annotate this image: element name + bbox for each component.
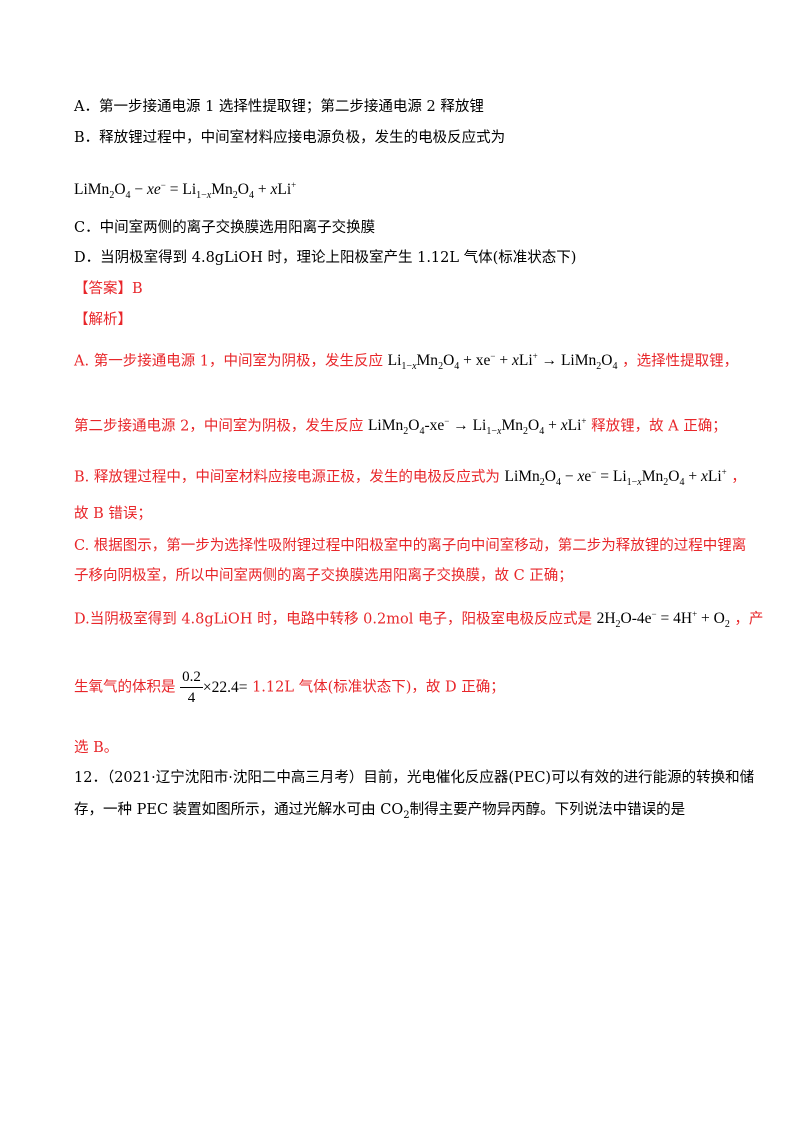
option-c: C．中间室两侧的离子交换膜选用阳离子交换膜: [74, 220, 376, 236]
co2-subscript: 2: [403, 809, 410, 821]
analysis-heading: 【解析】: [74, 312, 132, 328]
equation-b: LiMn2O4 − xe− = Li1−xMn2O4 + xLi+: [74, 180, 297, 201]
exp-d2-text1: 生氧气的体积是: [74, 679, 176, 696]
fraction-tail: ×22.4=: [202, 678, 248, 696]
fraction: 0.2 4: [180, 667, 203, 708]
exp-a2-text2: 释放锂，故 A 正确；: [591, 418, 727, 435]
exp-d-text2: ，产: [734, 611, 764, 628]
exp-a-text1: A. 第一步接通电源 1，中间室为阴极，发生反应: [74, 353, 384, 370]
equation-d: 2H2O-4e− = 4H+ + O2: [596, 609, 730, 630]
exp-d-text1: D.当阴极室得到 4.8gLiOH 时，电路中转移 0.2mol 电子，阳极室电…: [74, 611, 592, 628]
answer-label: 【答案】B: [74, 281, 143, 297]
conclusion: 选 B。: [74, 740, 119, 756]
explanation-b-line1: B. 释放锂过程中，中间室材料应接电源正极，发生的电极反应式为 LiMn2O4 …: [74, 462, 746, 493]
explanation-a-line1: A. 第一步接通电源 1，中间室为阴极，发生反应 Li1−xMn2O4 + xe…: [74, 346, 738, 377]
q12-text1: 存，一种 PEC 装置如图所示，通过光解水可由 CO: [74, 802, 404, 818]
equation-b2: LiMn2O4 − xe− = Li1−xMn2O4 + xLi+: [504, 467, 727, 488]
equation-a1: Li1−xMn2O4 + xe− + xLi+ → LiMn2O4: [387, 351, 618, 372]
explanation-b-line2: 故 B 错误；: [74, 506, 152, 522]
option-d: D．当阴极室得到 4.8gLiOH 时，理论上阳极室产生 1.12L 气体(标准…: [74, 250, 577, 266]
exp-d2-text2: 1.12L 气体(标准状态下)，故 D 正确；: [252, 679, 505, 696]
exp-a2-text1: 第二步接通电源 2，中间室为阴极，发生反应: [74, 418, 364, 435]
option-b: B．释放锂过程中，中间室材料应接电源负极，发生的电极反应式为: [74, 130, 506, 146]
q12-text2: 制得主要产物异丙醇。下列说法中错误的是: [409, 802, 686, 818]
question-12-line1: 12．（2021·辽宁沈阳市·沈阳二中高三月考）目前，光电催化反应器(PEC)可…: [74, 770, 755, 786]
equation-a2: LiMn2O4-xe− → Li1−xMn2O4 + xLi+: [367, 416, 587, 437]
explanation-c-line1: C. 根据图示，第一步为选择性吸附锂过程中阳极室中的离子向中间室移动，第二步为释…: [74, 538, 747, 554]
question-12-line2: 存，一种 PEC 装置如图所示，通过光解水可由 CO2制得主要产物异丙醇。下列说…: [74, 800, 685, 826]
explanation-d-line2: 生氧气的体积是 0.2 4 ×22.4= 1.12L 气体(标准状态下)，故 D…: [74, 667, 505, 708]
exp-a-text2: ，选择性提取锂，: [622, 353, 739, 370]
fraction-denominator: 4: [187, 690, 196, 706]
exp-b-text2: ，: [731, 469, 746, 486]
fraction-numerator: 0.2: [180, 667, 203, 688]
explanation-c-line2: 子移向阴极室，所以中间室两侧的离子交换膜选用阳离子交换膜，故 C 正确；: [74, 568, 573, 584]
explanation-d-line1: D.当阴极室得到 4.8gLiOH 时，电路中转移 0.2mol 电子，阳极室电…: [74, 604, 763, 635]
explanation-a-line2: 第二步接通电源 2，中间室为阴极，发生反应 LiMn2O4-xe− → Li1−…: [74, 411, 727, 442]
exp-b-text1: B. 释放锂过程中，中间室材料应接电源正极，发生的电极反应式为: [74, 469, 500, 486]
fraction-expression: 0.2 4 ×22.4=: [180, 669, 252, 706]
option-a: A．第一步接通电源 1 选择性提取锂；第二步接通电源 2 释放锂: [74, 99, 484, 115]
